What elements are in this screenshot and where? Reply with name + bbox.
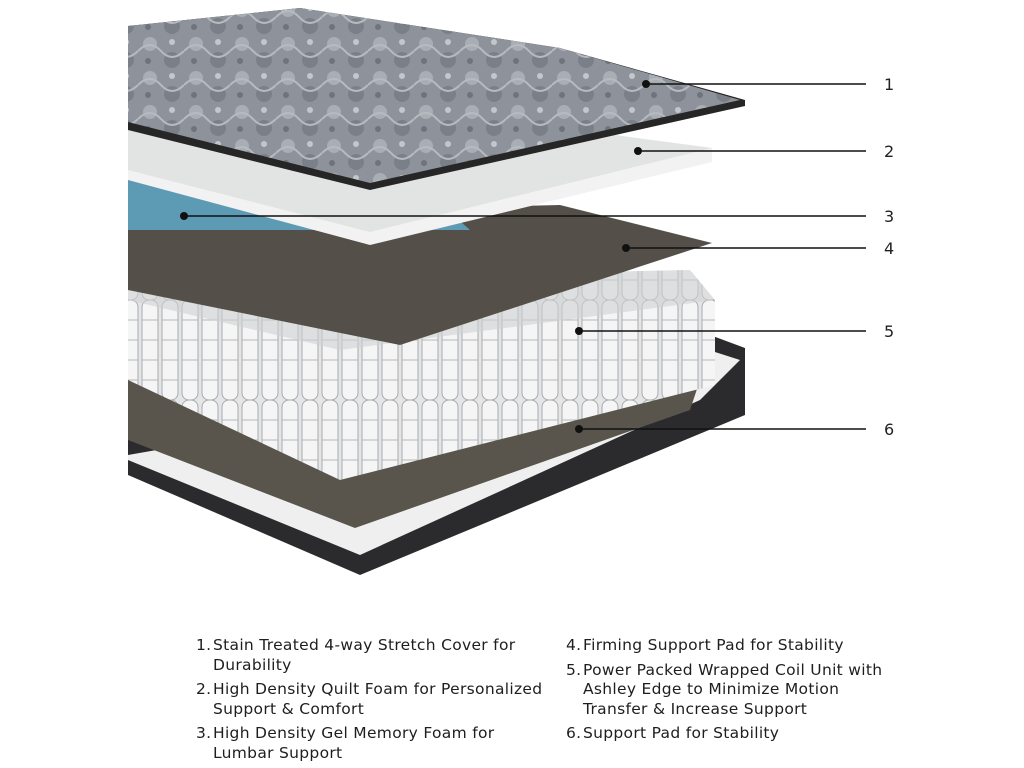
legend-item-5-number: 5. [566,660,582,679]
callout-6: 6 [575,420,894,439]
mattress-layer-diagram: 1 2 3 4 5 6 [128,8,894,575]
legend-item-6-number: 6. [566,724,582,742]
legend-item-6: 6. Support Pad for Stability [566,724,906,744]
callout-2: 2 [634,142,894,161]
legend-item-4: 4. Firming Support Pad for Stability [566,636,906,656]
callout-1: 1 [642,75,894,94]
legend-item-3-text: High Density Gel Memory Foam for Lumbar … [213,724,495,762]
firming-pad [128,205,712,345]
legend-column-right: 4. Firming Support Pad for Stability 5. … [566,636,906,749]
legend-item-4-number: 4. [566,636,582,654]
callout-6-number: 6 [884,420,894,439]
legend-item-1-number: 1. [196,636,212,654]
legend-item-2-text: High Density Quilt Foam for Personalized… [213,680,543,718]
legend-column-left: 1. Stain Treated 4-way Stretch Cover for… [196,636,566,768]
legend-item-5-text: Power Packed Wrapped Coil Unit with Ashl… [583,660,883,718]
legend-item-5: 5. Power Packed Wrapped Coil Unit with A… [566,661,906,720]
callout-2-number: 2 [884,142,894,161]
callout-1-number: 1 [884,75,894,94]
callout-4: 4 [622,239,894,258]
legend-item-2: 2. High Density Quilt Foam for Personali… [196,680,566,719]
legend-item-2-number: 2. [196,680,212,698]
legend-item-1-text: Stain Treated 4-way Stretch Cover for Du… [213,636,516,674]
callout-5-number: 5 [884,322,894,341]
legend-item-6-text: Support Pad for Stability [583,724,780,742]
callout-5: 5 [575,322,894,341]
legend-item-3-number: 3. [196,724,212,742]
stretch-cover [128,8,745,190]
callout-4-number: 4 [884,239,894,258]
callout-3-number: 3 [884,207,894,226]
callout-3: 3 [180,207,894,226]
legend-item-1: 1. Stain Treated 4-way Stretch Cover for… [196,636,566,675]
legend-item-4-text: Firming Support Pad for Stability [583,636,844,654]
legend-item-3: 3. High Density Gel Memory Foam for Lumb… [196,724,566,763]
